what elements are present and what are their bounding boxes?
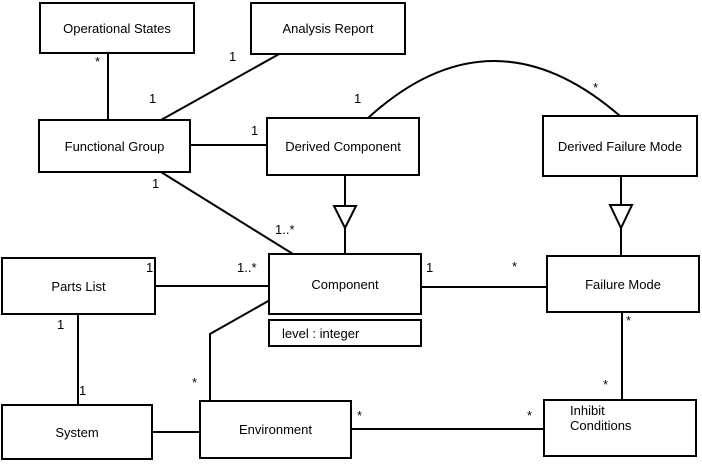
class-operational-states: Operational States: [39, 2, 195, 54]
multiplicity-parts-list-bottom-end: 1: [57, 317, 65, 332]
class-label: Derived Failure Mode: [557, 138, 683, 154]
class-label: Operational States: [63, 20, 171, 36]
multiplicity-system-top-end: 1: [79, 383, 87, 398]
multiplicity-component-right-end: 1: [426, 260, 434, 275]
class-functional-group: Functional Group: [38, 119, 191, 173]
edge-analysis-report-functional-group: [160, 52, 282, 121]
multiplicity-component-left-end: 1..*: [237, 260, 257, 275]
multiplicity-environment-right-end: *: [357, 408, 363, 423]
generalization-triangle-derived-component: [332, 205, 358, 231]
class-label: Analysis Report: [282, 21, 374, 36]
edge-functional-group-component: [160, 171, 294, 255]
class-label: Environment: [239, 422, 312, 437]
class-derived-component: Derived Component: [266, 117, 420, 176]
multiplicity-component-topleft-end: 1..*: [275, 222, 295, 237]
class-label: Failure Mode: [585, 276, 661, 292]
class-component-attribute-compartment: level : integer: [268, 319, 422, 347]
class-label: Component: [311, 276, 379, 292]
multiplicity-environment-top-end: *: [192, 375, 198, 390]
class-label: System: [55, 424, 99, 440]
multiplicity-inhibit-conditions-left-end: *: [527, 408, 533, 423]
multiplicity-failure-mode-bottom-end: *: [626, 313, 632, 328]
multiplicity-arc-derived-failure-mode-end: *: [593, 80, 599, 95]
class-analysis-report: Analysis Report: [250, 2, 406, 55]
class-component: Component: [268, 253, 422, 315]
multiplicity-operational-states-end: *: [95, 54, 101, 69]
multiplicity-functional-group-bottom-end: 1: [152, 176, 160, 191]
multiplicity-functional-group-top-end: 1: [149, 91, 157, 106]
edge-component-environment: [209, 299, 271, 401]
class-system: System: [1, 404, 153, 460]
attribute-label: level : integer: [282, 325, 360, 341]
class-failure-mode: Failure Mode: [546, 255, 700, 313]
class-label: Parts List: [51, 278, 106, 294]
edge-arc-derived-component-derived-failure-mode: [367, 60, 621, 119]
multiplicity-failure-mode-left-end: *: [512, 259, 518, 274]
class-label: Inhibit Conditions: [570, 403, 632, 433]
multiplicity-inhibit-conditions-top-end: *: [603, 377, 609, 392]
generalization-triangle-derived-failure-mode: [608, 204, 634, 231]
class-label: Derived Component: [285, 139, 401, 154]
class-parts-list: Parts List: [1, 257, 156, 315]
class-derived-failure-mode: Derived Failure Mode: [542, 115, 698, 177]
multiplicity-parts-list-right-end: 1: [146, 260, 154, 275]
multiplicity-arc-derived-component-end: 1: [354, 91, 362, 106]
multiplicity-analysis-report-end: 1: [229, 49, 237, 64]
class-label: Functional Group: [64, 138, 165, 154]
multiplicity-derived-component-left-end: 1: [251, 123, 259, 138]
class-inhibit-conditions: Inhibit Conditions: [543, 399, 697, 457]
class-environment: Environment: [199, 400, 352, 459]
